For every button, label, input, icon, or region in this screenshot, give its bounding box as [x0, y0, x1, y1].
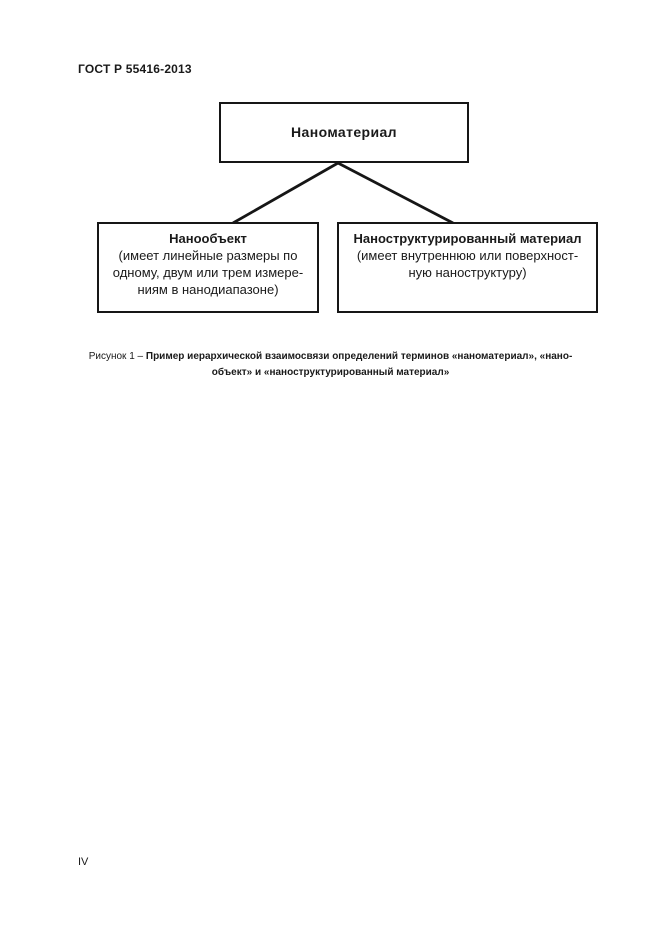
- connector-lines: [232, 161, 454, 225]
- figure-caption-label: Рисунок 1 –: [88, 351, 146, 362]
- node-nanoobject-line: (имеет линейные размеры по: [118, 248, 298, 263]
- standard-number: ГОСТ Р 55416-2013: [78, 62, 192, 76]
- page-number: IV: [78, 856, 89, 868]
- node-nanostructured-material-title: Наноструктурированный материал: [353, 231, 582, 246]
- node-nanoobject-title: Нанообъект: [169, 231, 247, 246]
- figure-caption-line-1: Рисунок 1 – Пример иерархической взаимос…: [50, 349, 611, 365]
- node-nanomaterial-title: Наноматериал: [291, 124, 397, 140]
- figure-caption-line-2: объект» и «наноструктурированный материа…: [50, 365, 611, 381]
- figure-caption: Рисунок 1 – Пример иерархической взаимос…: [50, 349, 611, 381]
- node-nanostructured-material-line: ную наноструктуру): [408, 265, 527, 280]
- node-nanoobject-line: ниям в нанодиапазоне): [137, 282, 279, 297]
- node-nanoobject-line: одному, двум или трем измере-: [112, 265, 304, 280]
- node-nanostructured-material: Наноструктурированный материал (имеет вн…: [337, 222, 598, 313]
- connector-line-right: [337, 161, 454, 225]
- connector-line-left: [232, 161, 339, 225]
- node-nanomaterial: Наноматериал: [219, 102, 469, 163]
- node-nanoobject: Нанообъект (имеет линейные размеры по од…: [97, 222, 319, 313]
- figure-caption-title-part1: Пример иерархической взаимосвязи определ…: [145, 351, 573, 362]
- figure-caption-title-part2: объект» и «наноструктурированный материа…: [211, 367, 450, 378]
- node-nanostructured-material-line: (имеет внутреннюю или поверхност-: [356, 248, 579, 263]
